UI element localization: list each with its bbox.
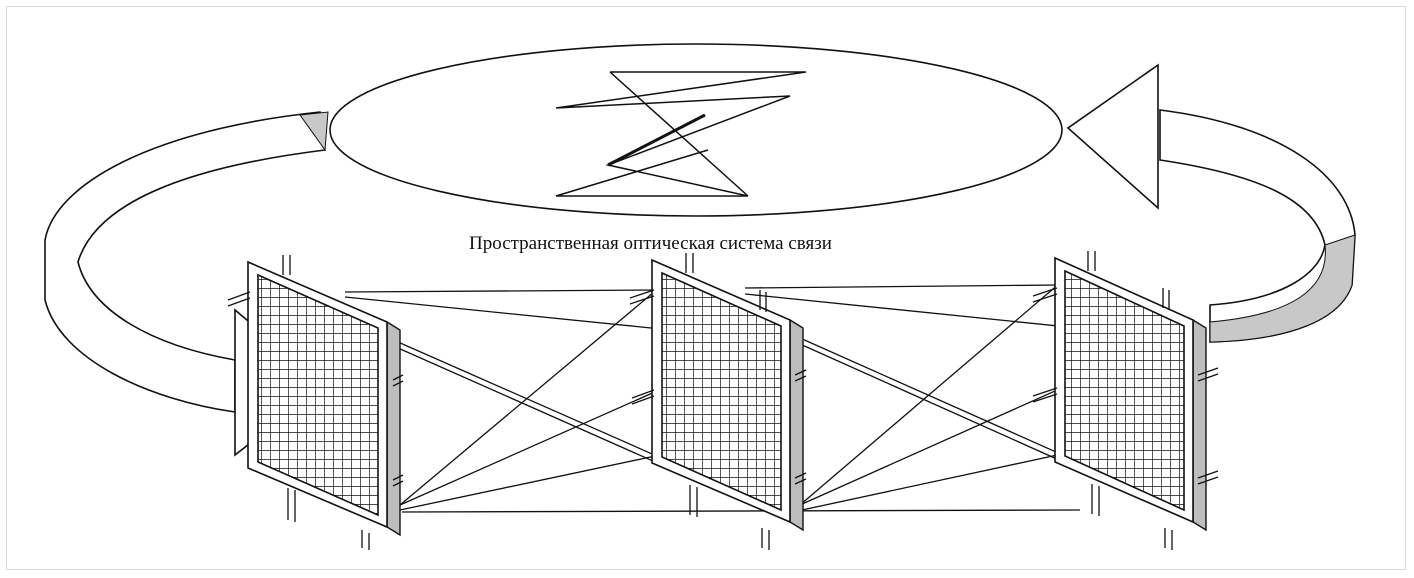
panel-1-connectors [227,255,404,550]
panel-3-connectors [1032,251,1219,550]
optical-panel-2 [629,253,807,550]
optical-panel-1 [227,255,404,550]
beam-lines-icon [555,71,807,197]
right-circular-arrow-icon [1066,63,1356,343]
optical-panel-3 [1032,251,1219,550]
beam-ellipse [329,43,1063,217]
panel-2-connectors [629,253,807,550]
diagram-caption: Пространственная оптическая система связ… [469,233,832,254]
